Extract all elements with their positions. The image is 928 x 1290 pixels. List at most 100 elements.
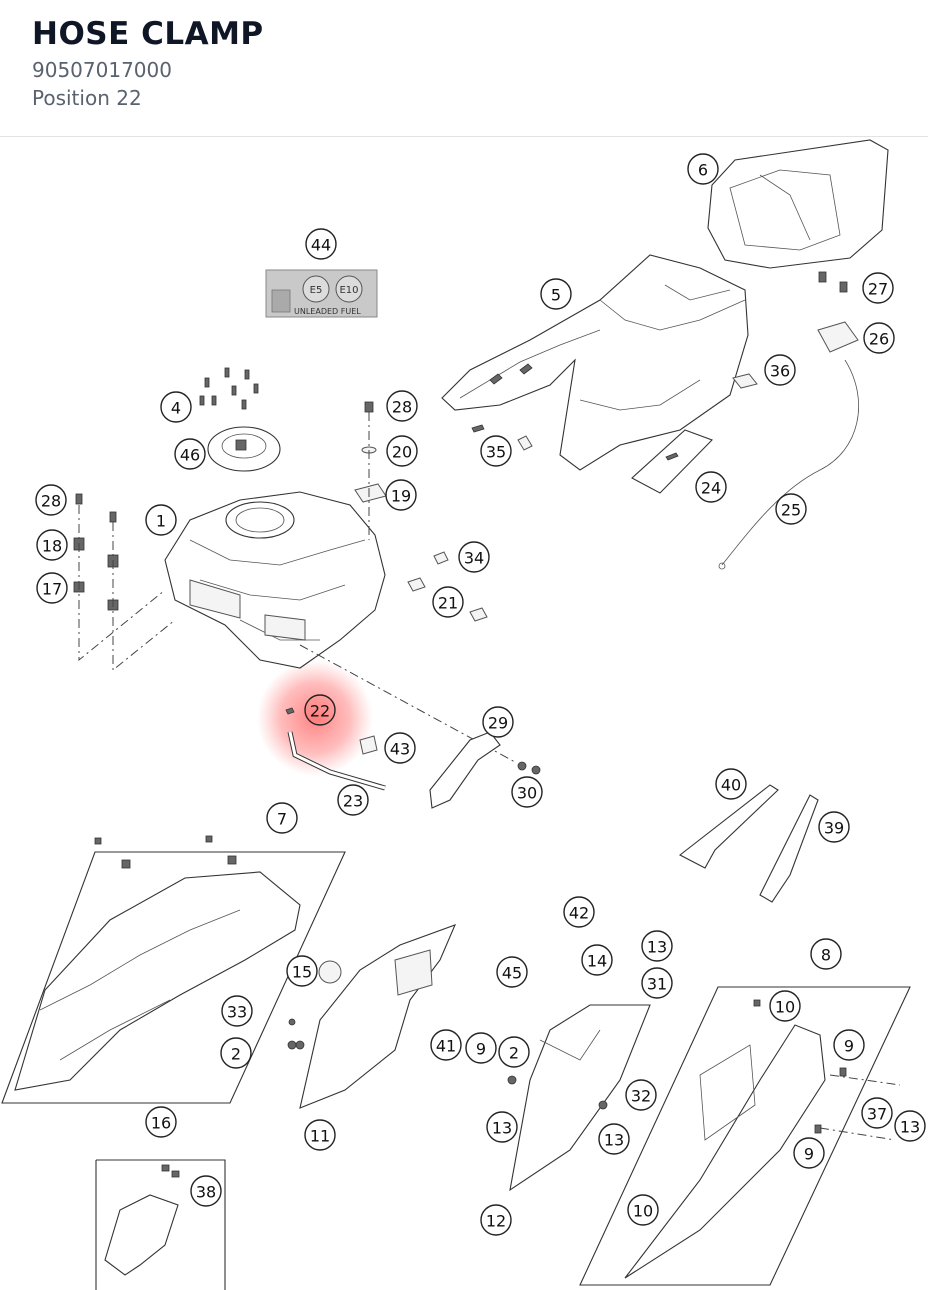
callout-number: 21: [438, 594, 458, 613]
callout-ring: [540, 278, 572, 310]
callout-18[interactable]: 18: [36, 529, 68, 561]
callout-14[interactable]: 14: [581, 944, 613, 976]
callout-number: 20: [392, 443, 412, 462]
callout-ring: [384, 732, 416, 764]
callout-9[interactable]: 9: [833, 1029, 865, 1061]
callout-19[interactable]: 19: [385, 479, 417, 511]
callout-number: 22: [310, 702, 330, 721]
callout-31[interactable]: 31: [641, 967, 673, 999]
tool-bag-part: [631, 429, 713, 494]
callout-44[interactable]: 44: [305, 228, 337, 260]
callout-10[interactable]: 10: [627, 1194, 659, 1226]
callout-ring: [863, 322, 895, 354]
callout-ring: [641, 967, 673, 999]
callout-36[interactable]: 36: [764, 354, 796, 386]
inner-panel-part: [287, 924, 457, 1109]
callout-29[interactable]: 29: [482, 706, 514, 738]
callout-ring: [305, 228, 337, 260]
callout-37[interactable]: 37: [861, 1097, 893, 1129]
callout-ring: [304, 694, 336, 726]
callout-28[interactable]: 28: [35, 484, 67, 516]
callout-23[interactable]: 23: [337, 784, 369, 816]
callout-41[interactable]: 41: [430, 1029, 462, 1061]
callout-9[interactable]: 9: [465, 1032, 497, 1064]
callout-17[interactable]: 17: [36, 572, 68, 604]
callout-2[interactable]: 2: [220, 1037, 252, 1069]
callout-ring: [581, 944, 613, 976]
callout-ring: [764, 354, 796, 386]
callout-30[interactable]: 30: [511, 776, 543, 808]
callout-38[interactable]: 38: [190, 1175, 222, 1207]
filler-screws: [199, 367, 259, 410]
callout-45[interactable]: 45: [496, 956, 528, 988]
callout-4[interactable]: 4: [160, 391, 192, 423]
callout-number: 27: [868, 280, 888, 299]
callout-number: 35: [486, 443, 506, 462]
callout-13[interactable]: 13: [486, 1111, 518, 1143]
callout-1[interactable]: 1: [145, 504, 177, 536]
callout-20[interactable]: 20: [386, 435, 418, 467]
callout-number: 40: [721, 776, 741, 795]
callout-ring: [304, 1119, 336, 1151]
callout-number: 41: [436, 1037, 456, 1056]
callout-number: 19: [391, 487, 411, 506]
callout-43[interactable]: 43: [384, 732, 416, 764]
callout-number: 13: [900, 1118, 920, 1137]
callout-15[interactable]: 15: [286, 955, 318, 987]
callout-6[interactable]: 6: [687, 153, 719, 185]
callout-13[interactable]: 13: [894, 1110, 926, 1142]
callout-ring: [498, 1036, 530, 1068]
callout-8[interactable]: 8: [810, 938, 842, 970]
callout-ring: [337, 784, 369, 816]
callout-number: 28: [392, 398, 412, 417]
callout-13[interactable]: 13: [641, 930, 673, 962]
callout-11[interactable]: 11: [304, 1119, 336, 1151]
callout-28[interactable]: 28: [386, 390, 418, 422]
callout-ring: [861, 1097, 893, 1129]
callout-32[interactable]: 32: [625, 1079, 657, 1111]
callout-number: 6: [698, 161, 708, 180]
callout-26[interactable]: 26: [863, 322, 895, 354]
callout-35[interactable]: 35: [480, 435, 512, 467]
callout-ring: [687, 153, 719, 185]
callout-number: 25: [781, 501, 801, 520]
callout-27[interactable]: 27: [862, 272, 894, 304]
part-position: Position 22: [32, 86, 142, 110]
callout-33[interactable]: 33: [221, 995, 253, 1027]
callout-7[interactable]: 7: [266, 802, 298, 834]
callout-16[interactable]: 16: [145, 1106, 177, 1138]
callout-ring: [160, 391, 192, 423]
callout-46[interactable]: 46: [174, 438, 206, 470]
callout-42[interactable]: 42: [563, 896, 595, 928]
callout-number: 43: [390, 740, 410, 759]
callout-ring: [385, 479, 417, 511]
callout-number: 39: [824, 819, 844, 838]
callout-24[interactable]: 24: [695, 471, 727, 503]
callout-34[interactable]: 34: [458, 541, 490, 573]
callout-number: 2: [509, 1044, 519, 1063]
filler-cap-part: [207, 426, 281, 472]
callout-25[interactable]: 25: [775, 493, 807, 525]
callout-number: 13: [604, 1131, 624, 1150]
callout-ring: [36, 529, 68, 561]
callout-21[interactable]: 21: [432, 586, 464, 618]
center-panel-part: [507, 1004, 651, 1192]
callout-2[interactable]: 2: [498, 1036, 530, 1068]
callout-ring: [458, 541, 490, 573]
left-mounting-hardware: [73, 493, 119, 611]
callout-12[interactable]: 12: [480, 1204, 512, 1236]
seat-part: [441, 254, 749, 471]
callout-40[interactable]: 40: [715, 768, 747, 800]
callout-39[interactable]: 39: [818, 811, 850, 843]
callout-10[interactable]: 10: [769, 990, 801, 1022]
callout-9[interactable]: 9: [793, 1137, 825, 1169]
callout-number: 44: [311, 236, 331, 255]
callout-22[interactable]: 22: [304, 694, 336, 726]
callout-number: 13: [647, 938, 667, 957]
callout-ring: [482, 706, 514, 738]
callout-5[interactable]: 5: [540, 278, 572, 310]
callout-ring: [432, 586, 464, 618]
callout-13[interactable]: 13: [598, 1123, 630, 1155]
callout-ring: [386, 435, 418, 467]
callout-ring: [145, 504, 177, 536]
